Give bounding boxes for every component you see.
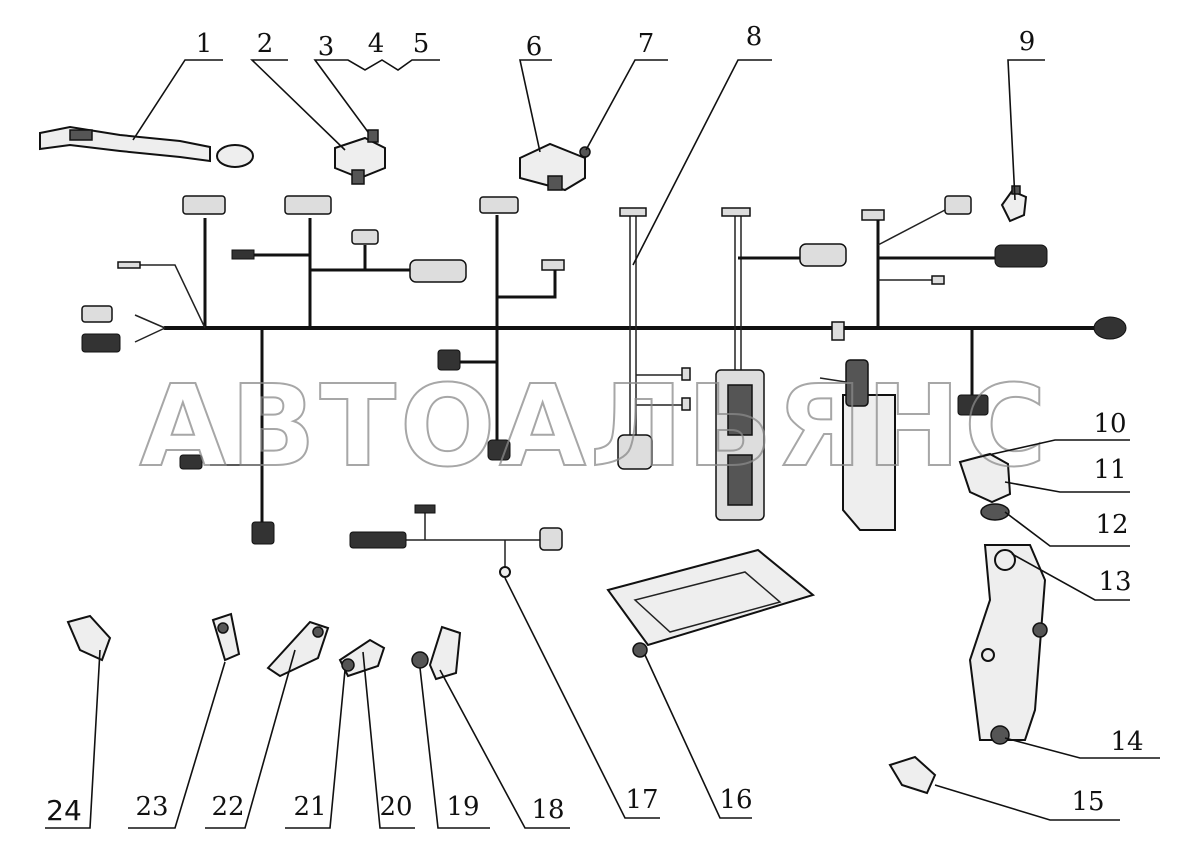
part-2-3-sensor-assembly bbox=[334, 129, 386, 185]
callout-22: 22 bbox=[211, 792, 244, 822]
part-18-19-bracket bbox=[411, 625, 462, 681]
part-10-11-12-sensor bbox=[958, 452, 1012, 521]
part-17-harness-segment bbox=[349, 504, 563, 578]
callout-3: 3 bbox=[318, 32, 335, 62]
callout-23: 23 bbox=[135, 792, 168, 822]
callout-12: 12 bbox=[1095, 510, 1128, 540]
callout-20: 20 bbox=[379, 792, 412, 822]
callout-14: 14 bbox=[1110, 727, 1143, 757]
callout-13: 13 bbox=[1098, 567, 1131, 597]
part-15-sensor bbox=[888, 755, 937, 795]
callout-19: 19 bbox=[446, 792, 479, 822]
wiring-harness bbox=[81, 195, 1127, 545]
part-20-21-clip bbox=[338, 638, 386, 678]
callout-21: 21 bbox=[293, 792, 326, 822]
callout-labels: 1 2 3 4 5 6 7 8 9 10 11 12 13 14 15 16 1… bbox=[46, 22, 1143, 827]
callout-9: 9 bbox=[1019, 27, 1036, 57]
part-24-sensor bbox=[66, 614, 112, 662]
callout-11: 11 bbox=[1093, 455, 1126, 485]
part-13-14-bracket bbox=[968, 544, 1048, 745]
leader-lines bbox=[45, 59, 1160, 829]
part-23-terminal bbox=[211, 612, 241, 662]
callout-2: 2 bbox=[257, 29, 274, 59]
callout-18: 18 bbox=[531, 795, 564, 825]
callout-8: 8 bbox=[746, 22, 763, 52]
callout-10: 10 bbox=[1093, 409, 1126, 439]
watermark-text: АВТОАЛЬЯНС bbox=[140, 362, 1051, 492]
part-6-7-sensor-assembly bbox=[519, 142, 591, 192]
callout-5: 5 bbox=[413, 29, 430, 59]
part-16-ecu-bracket bbox=[606, 548, 816, 658]
callout-6: 6 bbox=[526, 32, 543, 62]
callout-7: 7 bbox=[638, 29, 655, 59]
callout-24: 24 bbox=[46, 794, 82, 827]
callout-15: 15 bbox=[1071, 787, 1104, 817]
callout-16: 16 bbox=[719, 785, 752, 815]
callout-4: 4 bbox=[368, 29, 385, 59]
callout-1: 1 bbox=[196, 29, 213, 59]
part-22-bracket bbox=[266, 620, 330, 678]
part-9-sensor bbox=[1000, 185, 1028, 223]
part-1-oxygen-sensor bbox=[39, 125, 254, 168]
callout-17: 17 bbox=[625, 785, 658, 815]
